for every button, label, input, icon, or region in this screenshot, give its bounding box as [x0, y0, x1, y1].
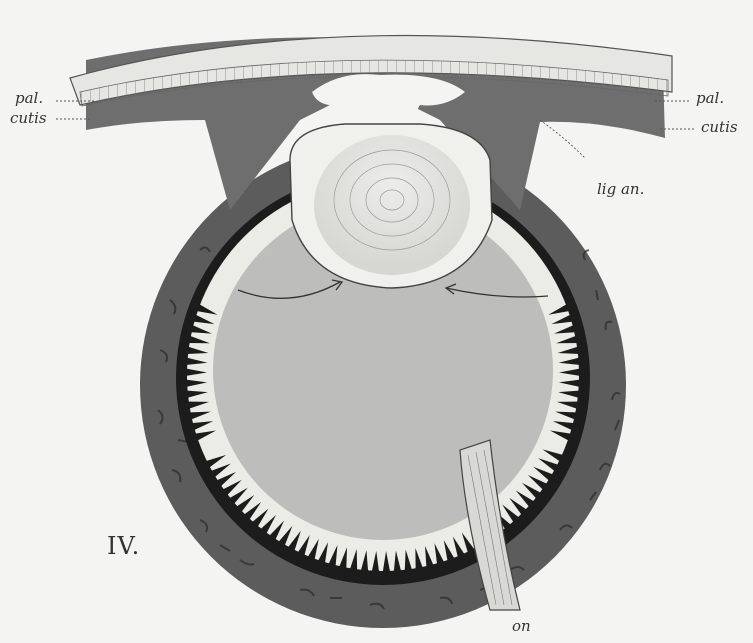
cutis-label-right: cutis: [701, 118, 738, 136]
pal-label-right: pal.: [696, 89, 724, 107]
cutis-label-left: cutis: [10, 109, 47, 127]
optic-nerve-label: on: [512, 617, 531, 635]
lens-body: [314, 135, 470, 275]
pal-label-left: pal.: [15, 89, 43, 107]
plate-number: IV.: [107, 532, 140, 560]
lig-an-label: lig an.: [597, 180, 644, 198]
